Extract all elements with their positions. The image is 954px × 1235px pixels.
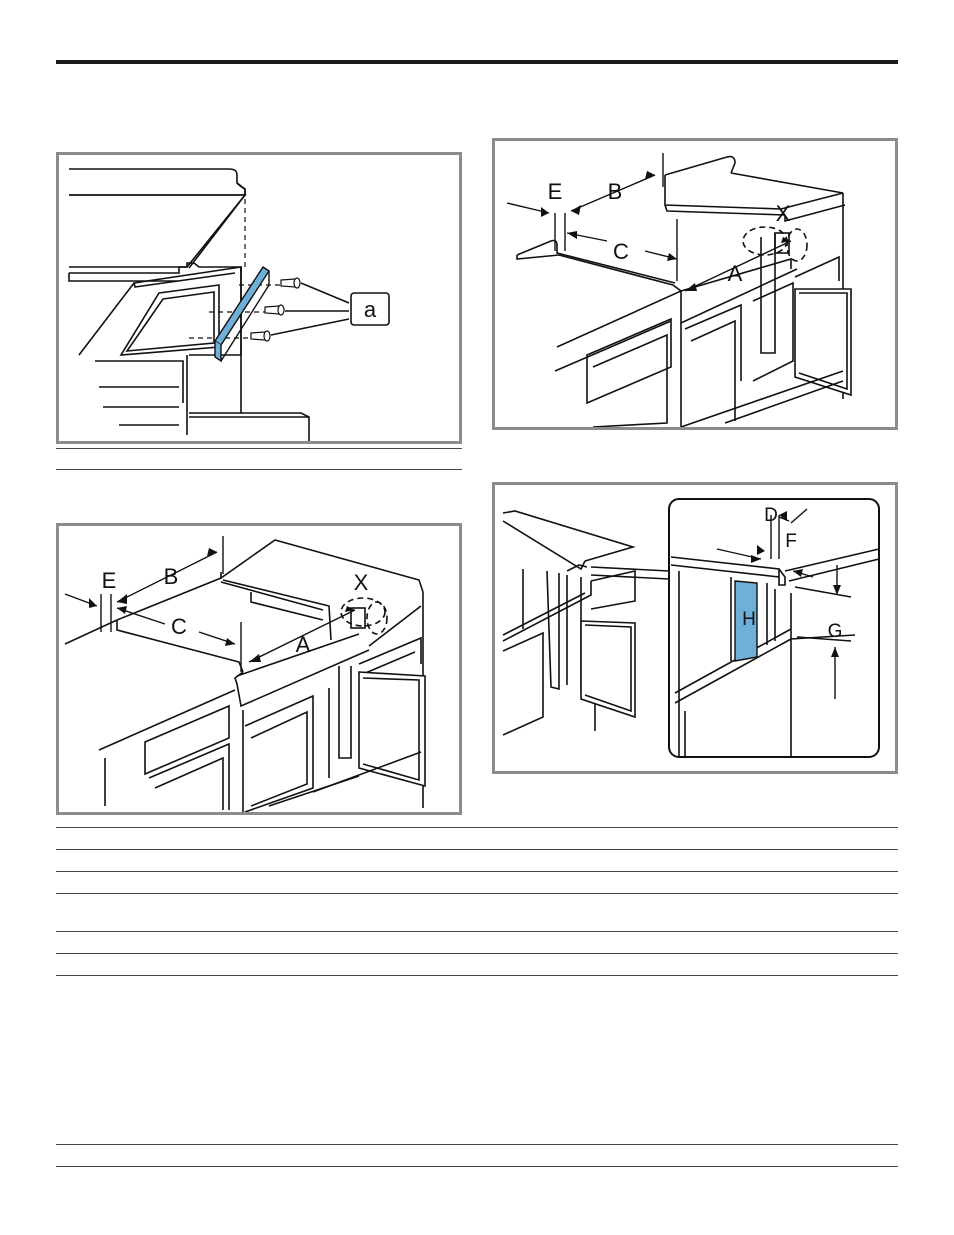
fig3-label-a: A — [296, 632, 311, 657]
figure-rail-mounting: a — [56, 152, 462, 444]
fig3-label-b: B — [164, 564, 179, 589]
fig3-label-e: E — [102, 568, 117, 593]
table-rule-3 — [56, 871, 898, 872]
table-rule-6 — [56, 953, 898, 954]
table-rule-4 — [56, 893, 898, 894]
figure-rail-mounting-drawing: a — [68, 168, 390, 441]
table-rule-8 — [56, 1144, 898, 1145]
fig3-label-c: C — [171, 614, 187, 639]
table-rule-5 — [56, 931, 898, 932]
callout-a-label: a — [364, 297, 377, 322]
fig1-underline — [56, 448, 462, 449]
figure-detail-clearance-drawing: D F H G — [502, 498, 880, 758]
callout-a-box — [350, 292, 390, 326]
table-rule-9 — [56, 1166, 898, 1167]
table-rule-2 — [56, 849, 898, 850]
figure-cutout-dimensions-drawing: E B X C A — [506, 153, 852, 427]
figure-cutout-dimensions-alt: E B X C A — [56, 523, 462, 815]
fig2-label-c: C — [613, 239, 629, 264]
fig2-label-x: X — [776, 201, 791, 226]
figure-cutout-dimensions-alt-drawing: E B X C A — [64, 536, 426, 812]
fig4-label-f: F — [785, 531, 797, 552]
header-rule — [56, 60, 898, 64]
fig4-label-g: G — [828, 621, 843, 642]
table-rule-7 — [56, 975, 898, 976]
figure-cutout-dimensions: E B X C A — [492, 138, 898, 430]
fig4-label-d: D — [764, 505, 778, 526]
fig2-label-b: B — [608, 179, 623, 204]
figure-detail-clearance: D F H G — [492, 482, 898, 774]
fig3-label-x: X — [354, 570, 369, 595]
fig2-label-e: E — [548, 179, 563, 204]
fig4-label-h: H — [742, 609, 756, 630]
table-rule-1 — [56, 827, 898, 828]
fig1-underline-2 — [56, 469, 462, 470]
fig2-label-a: A — [728, 261, 743, 286]
